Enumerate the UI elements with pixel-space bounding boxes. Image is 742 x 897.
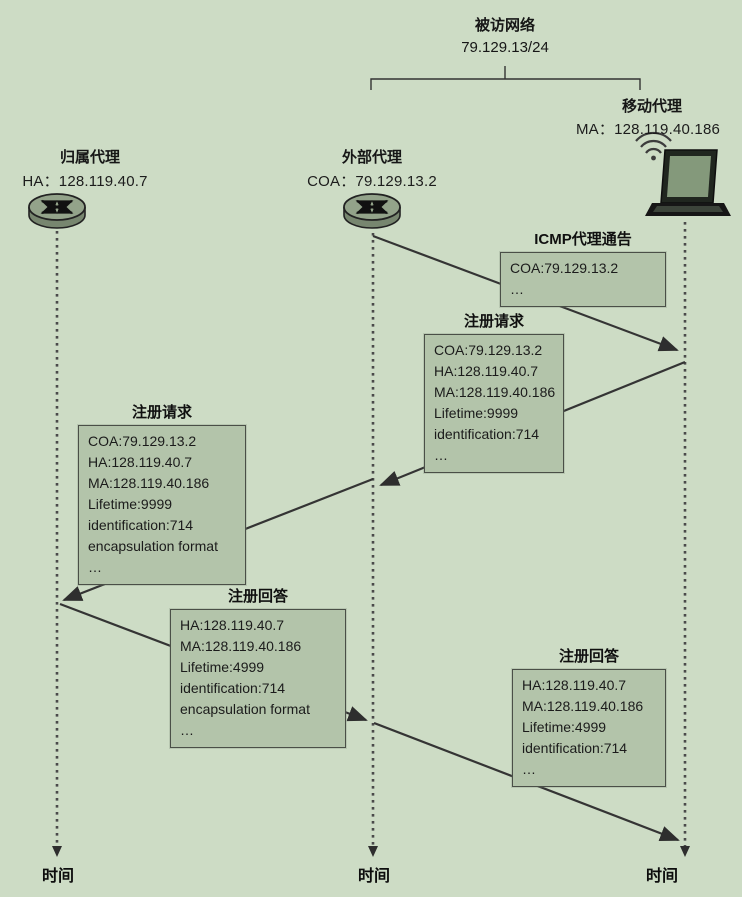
message-line: identification:714: [434, 426, 540, 442]
message-line: HA:128.119.40.7: [180, 617, 285, 633]
message-box: HA:128.119.40.7 MA:128.119.40.186 Lifeti…: [170, 609, 346, 748]
message-title: ICMP代理通告: [534, 231, 632, 248]
message-box: COA:79.129.13.2 HA:128.119.40.7 MA:128.1…: [78, 425, 246, 585]
message-registration-request-1: 注册请求 COA:79.129.13.2 HA:128.119.40.7 MA:…: [424, 310, 564, 473]
message-line: MA:128.119.40.186: [88, 475, 210, 491]
visited-network-subnet: 79.129.13/24: [461, 39, 549, 56]
message-line: …: [88, 559, 102, 575]
agent-name-home: 归属代理: [59, 149, 121, 166]
message-registration-reply-1: 注册回答 HA:128.119.40.7 MA:128.119.40.186 L…: [170, 585, 346, 748]
message-line: HA:128.119.40.7: [434, 363, 539, 379]
wifi-icon: [635, 131, 672, 161]
message-title: 注册请求: [131, 404, 192, 421]
message-line: HA:128.119.40.7: [522, 677, 627, 693]
message-line: COA:79.129.13.2: [510, 260, 619, 276]
message-line: …: [180, 722, 194, 738]
agent-name-foreign: 外部代理: [341, 149, 403, 166]
message-registration-reply-2: 注册回答 HA:128.119.40.7 MA:128.119.40.186 L…: [512, 645, 666, 787]
agent-name-mobile: 移动代理: [621, 98, 683, 115]
time-label-mobile-agent: 时间: [645, 868, 679, 885]
message-line: encapsulation format: [88, 538, 218, 554]
message-registration-request-2: 注册请求 COA:79.129.13.2 HA:128.119.40.7 MA:…: [78, 401, 246, 585]
message-line: …: [522, 761, 536, 777]
message-box: COA:79.129.13.2 HA:128.119.40.7 MA:128.1…: [424, 334, 564, 473]
agent-addr-foreign: COA：79.129.13.2: [307, 173, 437, 190]
message-box: HA:128.119.40.7 MA:128.119.40.186 Lifeti…: [512, 669, 666, 787]
message-line: Lifetime:4999: [522, 719, 607, 735]
agent-addr-mobile: MA：128.119.40.186: [575, 121, 721, 138]
message-box: COA:79.129.13.2 …: [500, 252, 666, 307]
time-label-foreign-agent: 时间: [357, 868, 391, 885]
visited-network-bracket: [370, 66, 641, 90]
time-label-home-agent: 时间: [41, 868, 75, 885]
message-title: 注册回答: [227, 588, 288, 605]
visited-network-label: 被访网络: [474, 17, 536, 34]
message-line: Lifetime:4999: [180, 659, 265, 675]
message-line: …: [434, 447, 448, 463]
message-line: MA:128.119.40.186: [522, 698, 644, 714]
message-title: 注册回答: [558, 648, 619, 665]
message-line: identification:714: [522, 740, 628, 756]
laptop-icon-mobile-agent: [645, 149, 731, 216]
message-line: …: [510, 281, 524, 297]
message-line: identification:714: [180, 680, 286, 696]
message-line: MA:128.119.40.186: [180, 638, 302, 654]
router-icon-foreign-agent: [343, 193, 401, 229]
message-line: Lifetime:9999: [88, 496, 173, 512]
router-icon-home-agent: [28, 193, 86, 229]
message-line: COA:79.129.13.2: [88, 433, 197, 449]
message-line: MA:128.119.40.186: [434, 384, 556, 400]
timeline-arrowheads: [52, 846, 690, 857]
message-line: COA:79.129.13.2: [434, 342, 543, 358]
message-title: 注册请求: [463, 313, 524, 330]
timelines: [55, 222, 687, 846]
message-line: identification:714: [88, 517, 194, 533]
message-line: HA:128.119.40.7: [88, 454, 193, 470]
message-line: encapsulation format: [180, 701, 310, 717]
agent-addr-home: HA：128.119.40.7: [22, 173, 148, 190]
message-line: Lifetime:9999: [434, 405, 519, 421]
message-icmp-advertisement: ICMP代理通告 COA:79.129.13.2 …: [500, 228, 666, 307]
